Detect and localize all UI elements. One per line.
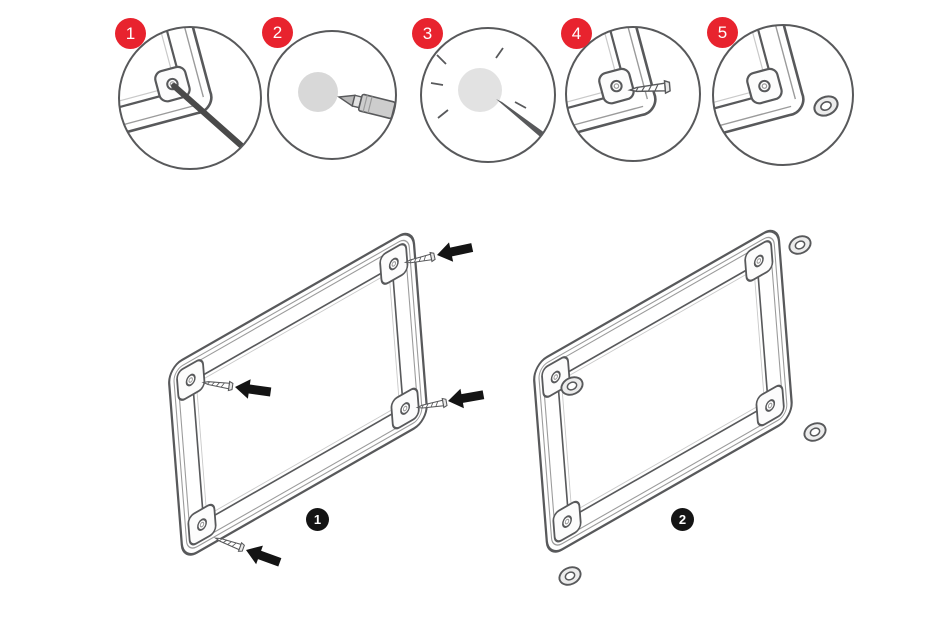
step-badge-5: 5 [707, 17, 738, 48]
detail-lens-5 [712, 24, 854, 166]
detail-lens-4 [565, 26, 701, 162]
figure-frame-2 [533, 225, 830, 590]
frame-1 [168, 228, 428, 560]
step-detail-4 [565, 26, 701, 162]
detail-lens-1 [118, 26, 262, 170]
frame-corner-icon [119, 27, 217, 139]
drill-bit-icon [337, 93, 396, 120]
arrow-icon [434, 237, 475, 265]
arrow-icon [446, 384, 486, 411]
washer-icon [810, 91, 842, 121]
washer-icon [785, 231, 815, 259]
hex-pin-icon [171, 83, 247, 151]
hole-icon [298, 72, 338, 112]
washer-icon [555, 562, 585, 590]
crack-marks-icon [430, 47, 527, 119]
step-detail-1 [118, 26, 262, 170]
detail-lens-2 [267, 30, 397, 160]
step-detail-3 [420, 27, 556, 163]
frame-corner-icon [566, 27, 661, 141]
step-detail-2 [267, 30, 397, 160]
arrow-icon [242, 540, 284, 572]
awl-tool-icon [496, 99, 549, 141]
washer-icon [800, 418, 830, 446]
drilled-hole-icon [458, 68, 502, 112]
step-detail-5 [712, 24, 854, 166]
detail-lens-3 [420, 27, 556, 163]
step-badge-4: 4 [561, 18, 592, 49]
figure-badge-2: 2 [671, 508, 694, 531]
figure-badge-1: 1 [306, 508, 329, 531]
step-badge-2: 2 [262, 17, 293, 48]
step-badge-1: 1 [115, 18, 146, 49]
frame-corner-icon [713, 25, 809, 141]
step-badge-3: 3 [412, 18, 443, 49]
screw-icon [628, 79, 671, 97]
